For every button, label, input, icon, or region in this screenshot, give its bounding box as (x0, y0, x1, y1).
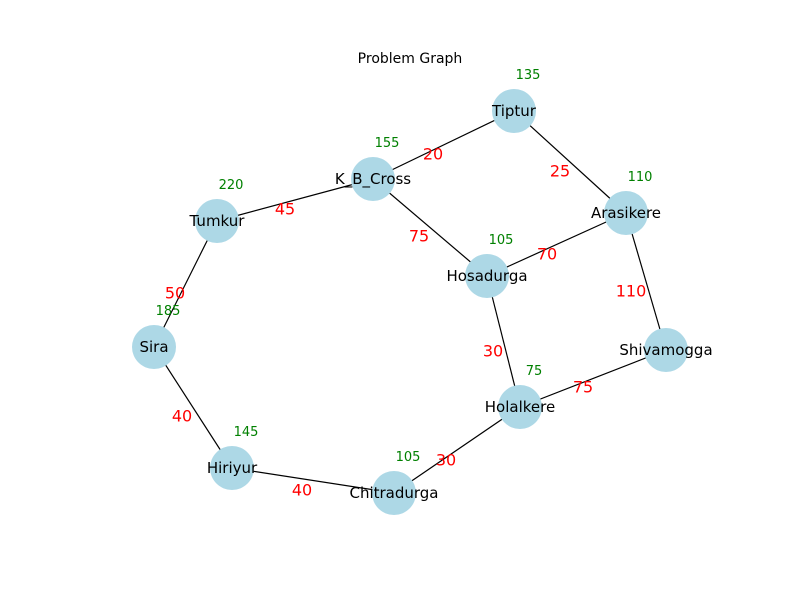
node-label: Sira (139, 338, 168, 356)
node-heuristic-label: 110 (628, 170, 653, 185)
node-label: Tumkur (189, 212, 246, 230)
node-circle[interactable] (604, 191, 648, 235)
node-Hiriyur[interactable]: Hiriyur 145 (207, 425, 259, 490)
edge-weights-layer: 20 25 45 75 70 110 50 30 75 40 40 30 (165, 145, 646, 500)
edge-Sira-Hiriyur (153, 346, 233, 469)
node-circle[interactable] (132, 325, 176, 369)
graph-title: Problem Graph (358, 51, 463, 67)
node-heuristic-label: 220 (219, 178, 244, 193)
node-circle[interactable] (210, 446, 254, 490)
node-circle[interactable] (465, 254, 509, 298)
edge-weight-label: 75 (573, 378, 593, 397)
edge-weight-label: 45 (275, 200, 295, 219)
node-Chitradurga[interactable]: Chitradurga 105 (349, 450, 439, 515)
node-label: Holalkere (485, 398, 555, 416)
edge-weight-label: 20 (423, 145, 443, 164)
node-label: K_B_Cross (335, 170, 411, 189)
edge-weight-label: 110 (616, 282, 647, 301)
node-label: Arasikere (591, 204, 661, 222)
nodes-layer: Tiptur135K_B_Cross155Arasikere110Tumkur2… (132, 68, 713, 515)
edge-K_B_Cross-Hosadurga (372, 178, 488, 277)
node-heuristic-label: 105 (489, 233, 514, 248)
node-label: Tiptur (491, 102, 537, 120)
edge-Hosadurga-Holalkere (486, 275, 521, 408)
edge-Hosadurga-Arasikere (486, 212, 627, 277)
edge-Arasikere-Shivamogga (625, 212, 667, 351)
node-heuristic-label: 75 (526, 364, 543, 379)
edge-weight-label: 25 (550, 162, 570, 181)
node-K_B_Cross[interactable]: K_B_Cross 155 (335, 136, 411, 201)
edge-K_B_Cross-Tiptur (372, 110, 515, 180)
edge-weight-label: 75 (409, 227, 429, 246)
node-Holalkere[interactable]: Holalkere 75 (485, 364, 555, 429)
node-label: Shivamogga (619, 341, 712, 359)
node-circle[interactable] (498, 385, 542, 429)
node-circle[interactable] (351, 157, 395, 201)
edge-Holalkere-Shivamogga (519, 349, 667, 408)
node-label: Hosadurga (446, 267, 527, 285)
node-circle[interactable] (195, 199, 239, 243)
node-circle[interactable] (644, 328, 688, 372)
node-Shivamogga[interactable]: Shivamogga (619, 328, 713, 372)
edge-weight-label: 50 (165, 284, 185, 303)
node-Tumkur[interactable]: Tumkur 220 (189, 178, 246, 243)
edge-Tumkur-Sira (153, 220, 218, 348)
node-circle[interactable] (492, 89, 536, 133)
edge-weight-label: 30 (483, 342, 503, 361)
edges-layer (153, 110, 667, 494)
node-heuristic-label: 105 (396, 450, 421, 465)
edge-weight-label: 70 (537, 245, 557, 264)
node-label: Chitradurga (349, 484, 438, 502)
edge-Hiriyur-Chitradurga (231, 467, 395, 494)
edge-weight-label: 30 (436, 451, 456, 470)
edge-weight-label: 40 (292, 481, 312, 500)
node-heuristic-label: 185 (156, 304, 181, 319)
edge-Chitradurga-Holalkere (393, 406, 521, 494)
node-Hosadurga[interactable]: Hosadurga 105 (446, 233, 528, 298)
node-circle[interactable] (372, 471, 416, 515)
node-heuristic-label: 155 (375, 136, 400, 151)
node-Sira[interactable]: Sira 185 (132, 304, 180, 369)
edge-Tiptur-Arasikere (513, 110, 627, 214)
node-heuristic-label: 145 (234, 425, 259, 440)
edge-weight-label: 40 (172, 407, 192, 426)
node-Tiptur[interactable]: Tiptur 135 (491, 68, 540, 133)
edge-Tumkur-K_B_Cross (216, 178, 374, 222)
node-Arasikere[interactable]: Arasikere 110 (591, 170, 661, 235)
node-label: Hiriyur (207, 459, 258, 477)
node-heuristic-label: 135 (516, 68, 541, 83)
